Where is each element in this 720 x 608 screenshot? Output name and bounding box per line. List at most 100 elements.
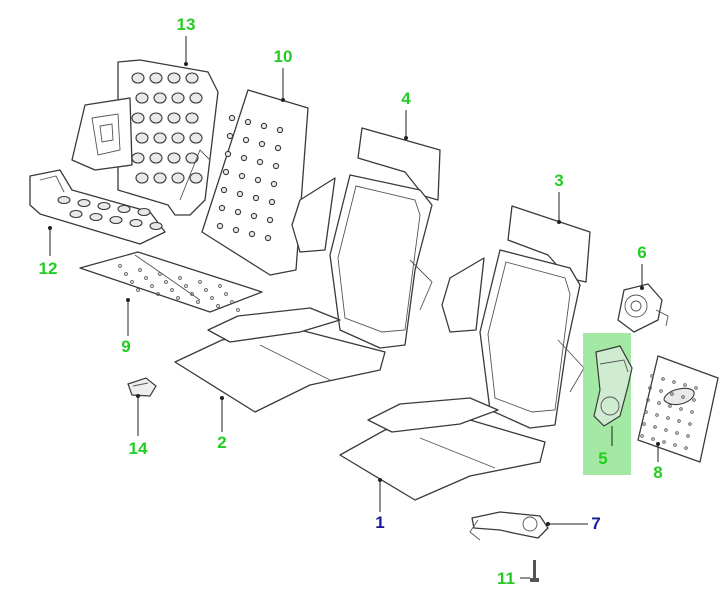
panel-dot (653, 425, 657, 429)
panel-hole (167, 152, 181, 164)
mat-dot (216, 304, 220, 308)
plate-hole (109, 215, 123, 225)
part-9-heater-mat (79, 251, 263, 313)
panel-dot (642, 422, 646, 426)
panel-hole (153, 92, 167, 104)
part-10-back-pad (201, 89, 309, 276)
mat-dot (138, 268, 142, 272)
panel-hole (171, 172, 185, 184)
mat-dot (210, 296, 214, 300)
mat-dot (144, 276, 148, 280)
panel-dot (662, 440, 666, 444)
pad-hole (254, 176, 262, 184)
pad-hole (242, 136, 250, 144)
panel-dot (679, 407, 683, 411)
panel-dot (694, 386, 698, 390)
callout-1: 1 (375, 513, 384, 532)
pad-hole (248, 230, 256, 238)
panel-dot (646, 398, 650, 402)
pad-hole (274, 144, 282, 152)
panel-dot (640, 434, 644, 438)
callout-8: 8 (653, 463, 662, 482)
back-frame-right (441, 249, 585, 429)
pad-hole (272, 162, 280, 170)
part-11-screw (530, 560, 539, 582)
pad-hole (228, 114, 236, 122)
plate-hole (129, 218, 143, 228)
part-5-highlight (583, 333, 633, 475)
back-frame-middle (291, 174, 433, 349)
mat-dot (156, 292, 160, 296)
part-1-seat-cover (339, 397, 546, 501)
panel-dot (681, 395, 685, 399)
part-14-clip (127, 377, 157, 397)
pad-hole (264, 234, 272, 242)
panel-hole (189, 132, 203, 144)
panel-hole (131, 72, 145, 84)
panel-dot (692, 398, 696, 402)
pad-hole (234, 208, 242, 216)
mat-dot (170, 288, 174, 292)
panel-dot (651, 437, 655, 441)
panel-hole (149, 112, 163, 124)
part-7-harness (469, 511, 549, 541)
mat-dot (118, 264, 122, 268)
panel-dot (684, 446, 688, 450)
panel-hole (131, 152, 145, 164)
pad-hole (236, 190, 244, 198)
plate-hole (77, 198, 91, 208)
panel-dot (672, 380, 676, 384)
mat-dot (196, 300, 200, 304)
plate-hole (149, 221, 163, 231)
panel-hole (153, 172, 167, 184)
pad-hole (220, 186, 228, 194)
panel-hole (189, 172, 203, 184)
panel-dot (650, 374, 654, 378)
mat-dot (218, 284, 222, 288)
panel-dot (655, 413, 659, 417)
panel-dot (677, 419, 681, 423)
panel-hole (135, 132, 149, 144)
panel-hole (149, 152, 163, 164)
pad-hole (260, 122, 268, 130)
panel-hole (149, 72, 163, 84)
callout-9: 9 (121, 337, 130, 356)
part-8-panel (637, 355, 719, 463)
callout-14: 14 (129, 439, 148, 458)
mat-dot (184, 284, 188, 288)
leader-lines (48, 36, 660, 579)
pad-hole (250, 212, 258, 220)
plate-hole (117, 204, 131, 214)
panel-hole (135, 92, 149, 104)
mat-dot (178, 276, 182, 280)
callout-7: 7 (591, 514, 600, 533)
pad-hole (256, 158, 264, 166)
mat-dot (136, 288, 140, 292)
panel-hole (167, 72, 181, 84)
part-2-seat-cover (174, 307, 386, 413)
panel-dot (666, 416, 670, 420)
panel-dot (648, 386, 652, 390)
panel-dot (661, 377, 665, 381)
plate-hole (89, 212, 103, 222)
pad-hole (258, 140, 266, 148)
pad-hole (270, 180, 278, 188)
panel-dot (690, 410, 694, 414)
plate-hole (137, 207, 151, 217)
callout-2: 2 (217, 433, 226, 452)
panel-dot (670, 392, 674, 396)
callout-10: 10 (274, 47, 293, 66)
mat-dot (198, 280, 202, 284)
panel-dot (675, 431, 679, 435)
pad-hole (240, 154, 248, 162)
panel-dot (688, 422, 692, 426)
pad-hole (238, 172, 246, 180)
part-6-motor (617, 283, 669, 333)
panel-dot (686, 434, 690, 438)
pad-hole (252, 194, 260, 202)
panel-dot (659, 389, 663, 393)
pad-hole (224, 150, 232, 158)
mat-dot (176, 296, 180, 300)
plate-hole (69, 209, 83, 219)
panel-hole (185, 112, 199, 124)
